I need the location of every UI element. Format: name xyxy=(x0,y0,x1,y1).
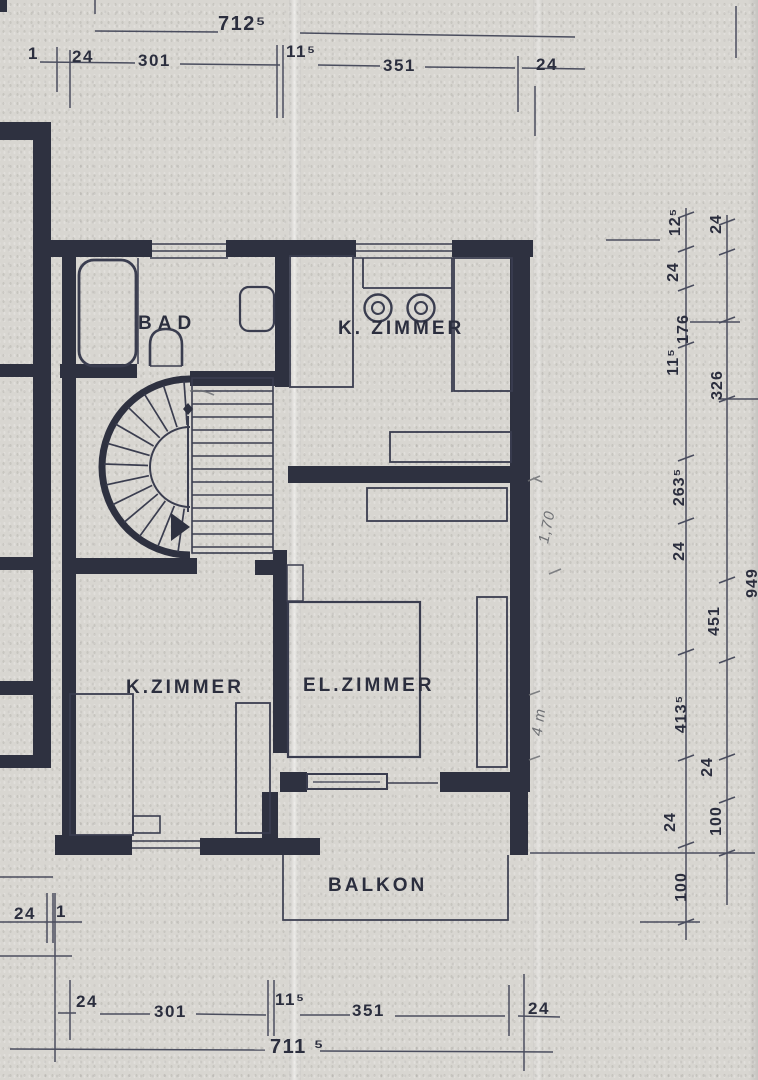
bathroom-fixtures xyxy=(77,258,436,368)
windows xyxy=(132,243,454,849)
dim-right-outer-3: 24 xyxy=(699,757,716,777)
dim-top-chain-3: 11⁵ xyxy=(286,42,317,61)
pencil-annotations xyxy=(189,389,562,761)
room-label-kzimmer-bottom: K.ZIMMER xyxy=(126,677,244,698)
dim-right-outer-2: 451 xyxy=(706,606,723,636)
dim-right-inner-1: 24 xyxy=(665,262,682,282)
dim-bottom-total: 711 ⁵ xyxy=(270,1036,325,1058)
furniture xyxy=(69,255,513,836)
stair-direction-arrow-icon xyxy=(171,513,190,541)
dim-bottom-left-0: 24 xyxy=(14,904,36,923)
dim-right-inner-8: 100 xyxy=(673,872,690,902)
dim-right-inner-6: 413⁵ xyxy=(673,694,690,734)
dim-right-edge-total: 949 xyxy=(744,568,758,598)
dim-ticks xyxy=(677,211,736,926)
dim-top-chain-0: 1 xyxy=(28,44,39,63)
dim-right-inner-7: 24 xyxy=(662,812,679,832)
radiator-icon xyxy=(132,815,161,834)
dim-right-inner-5: 24 xyxy=(671,541,688,561)
room-label-kzimmer-top: K. ZIMMER xyxy=(338,318,465,339)
room-label-bad: BAD xyxy=(138,313,198,334)
dim-top-chain-1: 24 xyxy=(72,47,94,66)
dim-bottom-chain-1: 301 xyxy=(154,1002,187,1021)
dim-right-outer-1: 326 xyxy=(709,370,726,400)
balcony-outline xyxy=(282,773,509,921)
dim-right-outer-0: 24 xyxy=(708,214,725,234)
straight-staircase xyxy=(191,377,274,554)
dim-bottom-left-1: 1 xyxy=(56,902,67,921)
dim-top-chain-4: 351 xyxy=(383,56,416,75)
dim-right-inner-2: 176 xyxy=(675,314,692,344)
dim-right-inner-0: 12⁵ xyxy=(667,207,684,237)
outer-walls xyxy=(0,0,533,855)
bathtub-icon xyxy=(77,258,138,368)
toilet-icon xyxy=(148,327,184,366)
spiral-staircase xyxy=(98,375,193,559)
dim-bottom-chain-4: 24 xyxy=(528,999,550,1018)
room-label-elzimmer: EL.ZIMMER xyxy=(303,675,435,696)
dim-top-chain-5: 24 xyxy=(536,55,558,74)
sink-icon xyxy=(238,285,276,333)
dim-right-inner-3: 11⁵ xyxy=(665,348,682,376)
bed-icon xyxy=(286,600,422,759)
interior-walls xyxy=(60,257,510,753)
washbasin-icon xyxy=(363,293,393,323)
dim-right-outer-4: 100 xyxy=(708,806,725,836)
dim-top-total: 712⁵ xyxy=(218,13,267,35)
dim-right-inner-4: 263⁵ xyxy=(671,467,688,507)
dim-bottom-chain-2: 11⁵ xyxy=(275,990,306,1009)
dim-bottom-chain-3: 351 xyxy=(352,1001,385,1020)
washbasin-icon xyxy=(406,293,436,323)
stair-walkline-start-diamond xyxy=(183,403,193,415)
dim-bottom-chain-0: 24 xyxy=(76,992,98,1011)
room-label-balkon: BALKON xyxy=(328,875,428,896)
dim-top-chain-2: 301 xyxy=(138,51,171,70)
